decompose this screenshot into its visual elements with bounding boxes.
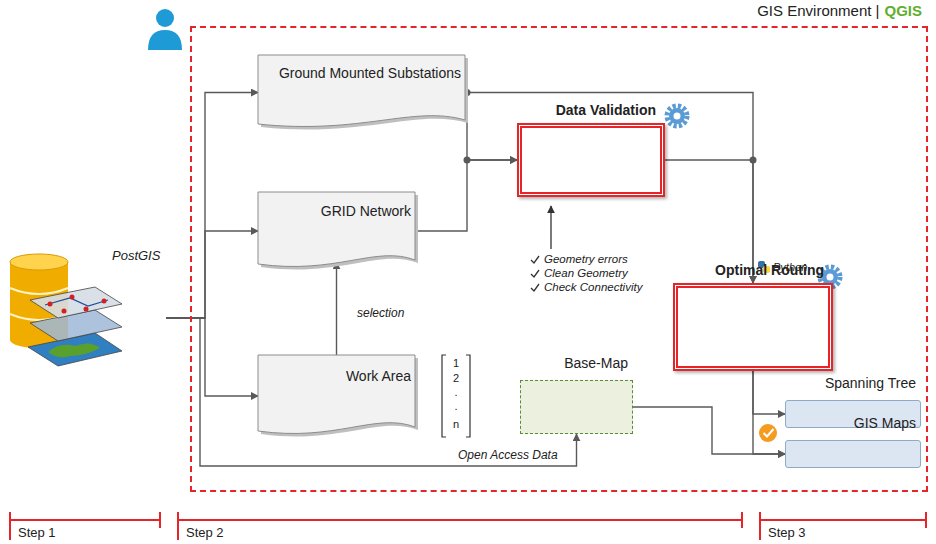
node-text: Base-Map [564,355,628,371]
map-layer [30,287,122,318]
connector [753,371,785,454]
node-text: GIS Environment | [757,2,879,19]
user-icon [156,9,174,27]
document-shape [258,192,415,266]
process-box: Data Validation [517,123,665,197]
text-holder: Ground Mounted Substations [279,29,461,116]
text-holder: Spanning Tree [825,375,916,391]
check-mark [531,270,539,277]
junction-dot [750,157,757,164]
map-line [45,298,108,306]
output-box: GIS Maps [785,440,921,468]
database-icon [10,254,68,270]
connector [166,318,577,466]
node-text: Ground Mounted Substations [279,65,461,81]
matrix-entry: n [449,418,463,430]
gear-icon [669,108,685,124]
document-shape [258,355,415,433]
matrix-entry: 1 [449,357,463,369]
text-holder: Optimal Routing [715,262,824,278]
check-item: Check Connectivity [544,281,642,293]
node-text: Work Area [346,368,411,384]
map-land [48,343,100,357]
matrix-bracket [442,355,470,437]
document-box: Ground Mounted Substations [258,55,465,130]
node-text: Spanning Tree [825,375,916,391]
check-item: Clean Geometry [544,267,628,279]
step-bar [10,512,926,540]
map-point [62,309,67,314]
gear-icon [667,106,687,126]
document-box: GRID Network [258,192,415,270]
node-text: Optimal Routing [715,262,824,278]
document-shape [258,355,415,437]
node-text: QGIS [884,2,922,19]
matrix-entry: 2 [449,372,463,384]
junction-dot [464,157,471,164]
edge-label: Open Access Data [458,448,558,462]
step-bar [177,512,179,540]
map-point [84,307,89,312]
step-bar [760,519,926,521]
connector [633,407,785,454]
document-shape [258,55,465,126]
database-node: PostGIS [8,246,166,372]
map-point [102,299,107,304]
connector [336,262,337,355]
map-point [48,302,53,307]
annotation: Python [773,261,807,273]
gear-icon [674,113,681,120]
text-holder: PostGIS [112,248,160,263]
dashed-box: Base-Map [520,380,633,434]
step-bar [10,519,160,521]
step-bar [741,512,743,528]
matrix-entry: . [449,400,463,412]
connector [753,371,785,414]
check-mark [531,284,539,291]
connector [465,93,517,161]
step-bar [759,512,761,540]
text-holder: GIS Environment | QGIS [757,2,922,19]
document-box: Work Area [258,355,415,437]
matrix-entry: . [449,386,463,398]
text-holder: Data Validation [556,102,656,118]
gear-icon [827,274,834,281]
node-text: PostGIS [112,248,160,263]
check-mark [531,256,539,263]
check-badge [764,429,774,437]
step-label: Step 1 [18,525,56,540]
check-badge [759,424,777,442]
map-layer [28,333,122,366]
connector [166,93,258,319]
edge-label: selection [357,306,404,320]
connector [166,231,258,318]
check-item: Geometry errors [544,253,628,265]
step-bar [9,512,11,540]
step-bar [159,512,161,528]
step-bar [178,519,742,521]
text-holder: GRID Network [321,166,411,256]
step-label: Step 3 [768,525,806,540]
step-bar [925,512,927,528]
gear-icon [667,106,687,126]
text-holder: Base-Map [564,355,628,371]
map-layer [30,310,122,341]
text-holder: GIS Maps [854,415,916,431]
map-point [70,295,75,300]
connector [465,93,753,284]
step-label: Step 2 [186,525,224,540]
node-text: Data Validation [556,102,656,118]
process-box: Optimal Routing [673,283,833,371]
text-holder: Work Area [346,329,411,423]
connector [415,160,517,231]
node-text: GRID Network [321,203,411,219]
connector [166,318,258,396]
user-icon [148,30,182,50]
node-text: GIS Maps [854,415,916,431]
leader-arrow [550,206,551,249]
